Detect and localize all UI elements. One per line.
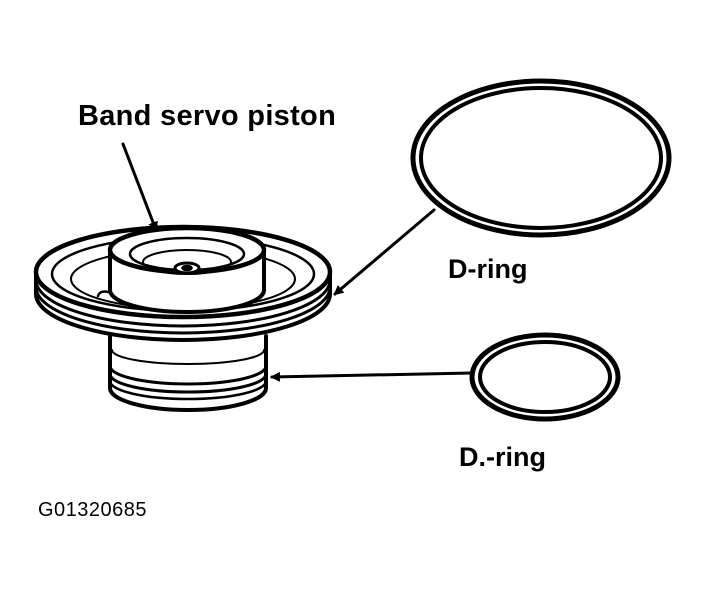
piston-lower-stem xyxy=(108,334,268,412)
label-d-ring-bottom: D.-ring xyxy=(459,442,546,472)
large-ring-leader-arrow xyxy=(333,208,436,296)
figure-code: G01320685 xyxy=(38,499,148,521)
small-ring-leader-arrow xyxy=(270,371,474,382)
d-ring-small xyxy=(469,332,621,422)
label-d-ring-top: D-ring xyxy=(448,254,528,284)
d-ring-large xyxy=(410,78,672,238)
piston-leader-arrow xyxy=(121,142,158,232)
piston-center-boss xyxy=(107,225,267,314)
label-band-servo-piston: Band servo piston xyxy=(78,100,337,132)
